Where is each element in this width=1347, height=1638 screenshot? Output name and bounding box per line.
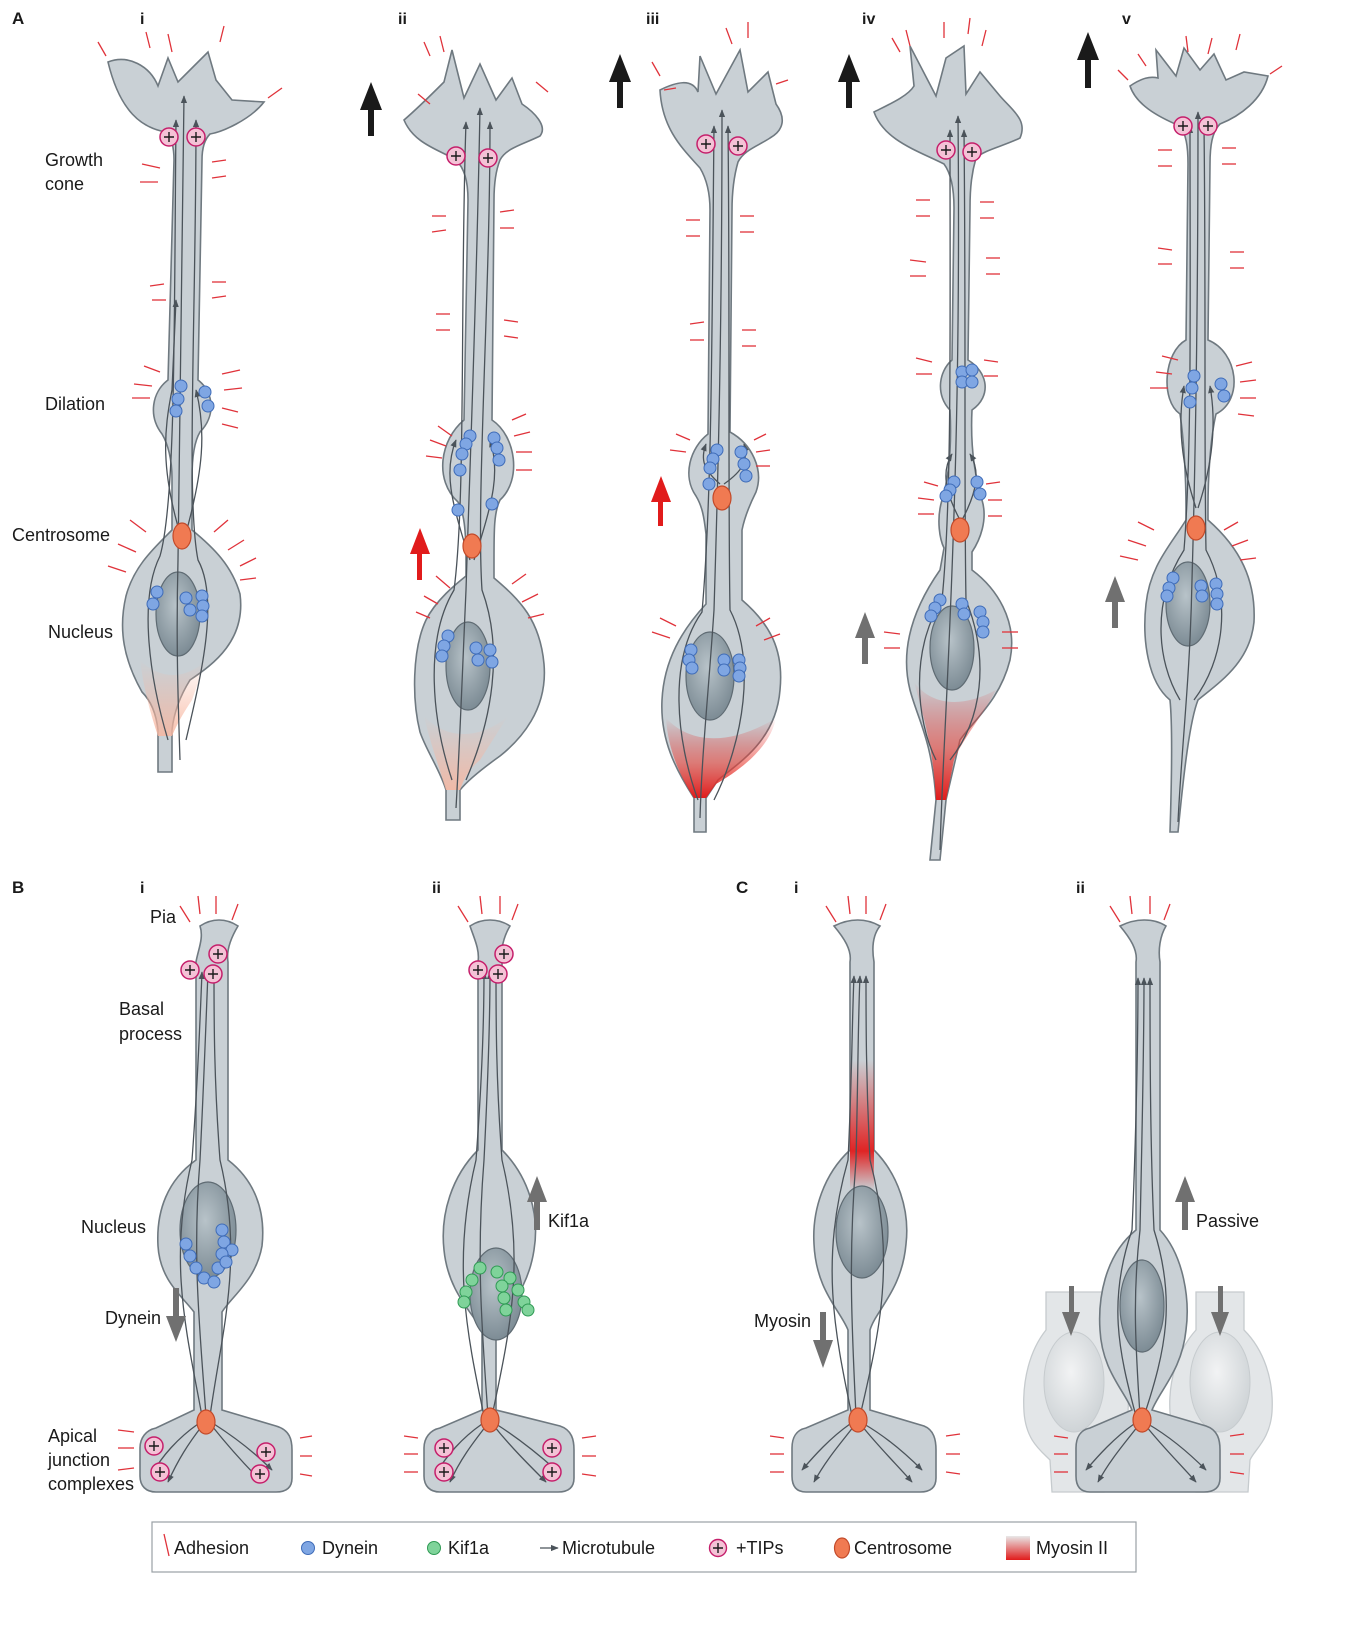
legend-adhesion-label: Adhesion xyxy=(174,1538,249,1558)
arrow-up-red xyxy=(410,528,430,580)
plus-tip-icon xyxy=(710,1540,727,1557)
dynein-markers xyxy=(147,364,1230,1288)
label-nucleus-a: Nucleus xyxy=(48,622,113,642)
centrosome-icon xyxy=(835,1538,850,1558)
legend-tips-label: +TIPs xyxy=(736,1538,784,1558)
cell-a-i xyxy=(108,52,264,772)
dynein-icon xyxy=(302,1542,315,1555)
numeral-a-ii: ii xyxy=(398,11,407,28)
arrow-up-black xyxy=(838,54,860,108)
label-myosin: Myosin xyxy=(754,1311,811,1331)
numeral-a-i: i xyxy=(140,11,144,28)
cell-a-iv xyxy=(874,46,1022,860)
numeral-b-i: i xyxy=(140,880,144,897)
legend-kif1a-label: Kif1a xyxy=(448,1538,490,1558)
legend-adhesion: Adhesion xyxy=(164,1534,249,1558)
label-growth: Growth xyxy=(45,150,103,170)
kif1a-icon xyxy=(428,1542,441,1555)
numeral-a-v: v xyxy=(1122,11,1131,28)
arrow-up-black xyxy=(609,54,631,108)
panel-label-c: C xyxy=(736,878,748,897)
panel-label-b: B xyxy=(12,878,24,897)
cell-b-ii xyxy=(424,920,574,1492)
label-dynein: Dynein xyxy=(105,1308,161,1328)
label-nucleus-b: Nucleus xyxy=(81,1217,146,1237)
legend-tips: +TIPs xyxy=(710,1538,784,1558)
label-basal: Basal xyxy=(119,999,164,1019)
label-passive: Passive xyxy=(1196,1211,1259,1231)
arrow-up-black xyxy=(1077,32,1099,88)
numeral-b-ii: ii xyxy=(432,880,441,897)
cell-c-i xyxy=(792,920,936,1492)
label-junction: junction xyxy=(47,1450,110,1470)
label-complexes: complexes xyxy=(48,1474,134,1494)
label-cone: cone xyxy=(45,174,84,194)
panel-label-a: A xyxy=(12,9,24,28)
legend-dynein-label: Dynein xyxy=(322,1538,378,1558)
arrow-up-gray xyxy=(1105,576,1125,628)
numeral-a-iii: iii xyxy=(646,11,659,28)
legend-centrosome-label: Centrosome xyxy=(854,1538,952,1558)
legend-myosin: Myosin II xyxy=(1006,1536,1108,1560)
arrow-up-black xyxy=(360,82,382,136)
label-dilation: Dilation xyxy=(45,394,105,414)
label-centrosome: Centrosome xyxy=(12,525,110,545)
label-process: process xyxy=(119,1024,182,1044)
arrow-down-gray xyxy=(813,1312,833,1368)
legend-myosin-label: Myosin II xyxy=(1036,1538,1108,1558)
label-kif1a: Kif1a xyxy=(548,1211,590,1231)
numeral-c-ii: ii xyxy=(1076,880,1085,897)
cell-a-v xyxy=(1130,48,1268,832)
tip-markers xyxy=(145,117,1217,1483)
numeral-c-i: i xyxy=(794,880,798,897)
arrow-up-red xyxy=(651,476,671,526)
legend-microtubule-label: Microtubule xyxy=(562,1538,655,1558)
myosin-icon xyxy=(1006,1536,1030,1560)
legend: Adhesion Dynein Kif1a Microtubule +TIPs … xyxy=(152,1522,1136,1572)
numeral-a-iv: iv xyxy=(862,11,875,28)
label-pia: Pia xyxy=(150,907,177,927)
cell-a-iii xyxy=(660,50,782,832)
arrow-up-gray xyxy=(1175,1176,1195,1230)
arrow-up-gray xyxy=(855,612,875,664)
label-apical: Apical xyxy=(48,1426,97,1446)
